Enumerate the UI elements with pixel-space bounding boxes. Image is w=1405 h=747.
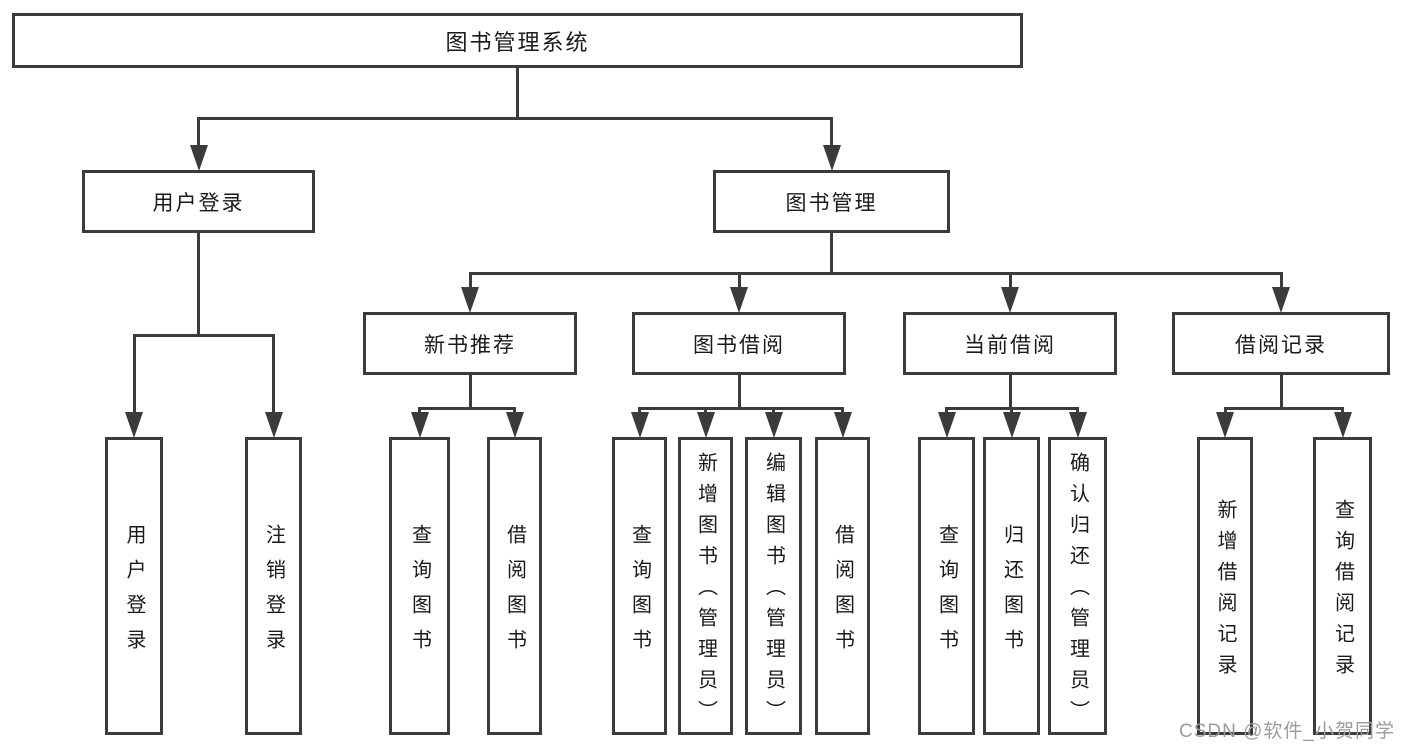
node-records-query-record: 查询借阅记录 — [1313, 437, 1372, 735]
node-borrowing-records: 借阅记录 — [1172, 312, 1390, 375]
connector-branch-new-book-recommend — [418, 406, 516, 410]
arrow-down-icon-borrow-add-books — [696, 412, 715, 438]
node-label: 用户登录 — [152, 191, 245, 215]
connector-stem-current-borrowing — [1008, 375, 1012, 410]
node-label: 查询图书 — [628, 523, 651, 664]
node-label: 注销登录 — [262, 523, 285, 664]
node-label: 归还图书 — [1000, 523, 1023, 664]
connector-drop-leaf-logout — [272, 335, 275, 417]
node-label: 图书借阅 — [693, 333, 785, 357]
node-borrow-edit-books: 编辑图书（管理员） — [745, 437, 802, 735]
connector-drop-borrowing-records — [1279, 273, 1283, 292]
node-label: 查询借阅记录 — [1331, 498, 1354, 685]
connector-drop-user-login — [197, 118, 200, 150]
node-root: 图书管理系统 — [12, 13, 1023, 68]
connector-branch-book-borrowing — [638, 406, 844, 410]
arrow-down-icon-borrowing-records — [1272, 287, 1290, 313]
arrow-down-icon-current-borrowing — [1001, 287, 1019, 313]
node-current-confirm-return: 确认归还（管理员） — [1048, 437, 1107, 735]
arrow-down-icon-new-book-recommend — [461, 287, 479, 313]
connector-drop-book-borrowing — [737, 273, 741, 292]
node-label: 确认归还（管理员） — [1066, 452, 1089, 731]
connector-branch-user-login — [132, 333, 275, 337]
node-label: 编辑图书（管理员） — [762, 452, 785, 731]
arrow-down-icon-borrow-borrow-books — [833, 412, 852, 438]
arrow-down-icon-borrow-query-books — [630, 412, 649, 438]
watermark-text: CSDN @软件_小贺同学 — [1179, 721, 1395, 742]
node-label: 查询图书 — [935, 523, 958, 664]
node-leaf-user-login: 用户登录 — [105, 437, 163, 735]
connector-drop-current-borrowing — [1008, 273, 1012, 292]
arrow-down-icon-book-borrowing — [730, 287, 748, 313]
node-book-borrowing: 图书借阅 — [632, 312, 846, 375]
node-new-book-recommend: 新书推荐 — [363, 312, 577, 375]
connector-branch-root — [197, 116, 833, 120]
node-label: 用户登录 — [123, 523, 145, 664]
connector-branch-borrowing-records — [1223, 406, 1344, 410]
connector-stem-new-book-recommend — [468, 375, 472, 410]
connector-stem-root — [516, 68, 519, 120]
connector-stem-book-management — [830, 233, 833, 275]
connector-stem-user-login — [197, 233, 200, 337]
node-label: 当前借阅 — [964, 333, 1056, 357]
arrow-down-icon-leaf-user-login — [125, 412, 143, 438]
node-label: 新书推荐 — [424, 333, 516, 357]
arrow-down-icon-records-add-record — [1216, 412, 1234, 438]
arrow-down-icon-current-return-books — [1002, 412, 1021, 438]
node-label: 新增借阅记录 — [1214, 498, 1236, 685]
arrow-down-icon-user-login — [189, 145, 208, 171]
node-user-login: 用户登录 — [82, 170, 315, 233]
node-label: 图书管理 — [785, 191, 878, 215]
node-leaf-logout: 注销登录 — [245, 437, 302, 735]
connector-stem-borrowing-records — [1279, 375, 1283, 410]
node-current-borrowing: 当前借阅 — [903, 312, 1117, 375]
connector-drop-new-book-recommend — [468, 273, 472, 292]
node-book-management: 图书管理 — [713, 170, 950, 233]
node-label: 借阅记录 — [1235, 333, 1327, 357]
node-borrow-borrow-books: 借阅图书 — [815, 437, 870, 735]
node-label: 借阅图书 — [831, 523, 854, 664]
node-rec-borrow-books: 借阅图书 — [487, 437, 542, 735]
node-label: 查询图书 — [408, 523, 431, 664]
node-borrow-query-books: 查询图书 — [612, 437, 667, 735]
node-current-query-books: 查询图书 — [918, 437, 975, 735]
arrow-down-icon-leaf-logout — [264, 412, 283, 438]
node-label: 借阅图书 — [503, 523, 526, 664]
arrow-down-icon-records-query-record — [1333, 412, 1352, 438]
arrow-down-icon-current-confirm-return — [1068, 412, 1087, 438]
arrow-down-icon-rec-query-books — [410, 412, 429, 438]
node-rec-query-books: 查询图书 — [389, 437, 450, 735]
connector-drop-book-management — [830, 118, 833, 150]
arrow-down-icon-borrow-edit-books — [764, 412, 783, 438]
arrow-down-icon-current-query-books — [937, 412, 956, 438]
node-records-add-record: 新增借阅记录 — [1197, 437, 1253, 735]
node-current-return-books: 归还图书 — [983, 437, 1040, 735]
arrow-down-icon-book-management — [822, 145, 841, 171]
connector-stem-book-borrowing — [737, 375, 741, 410]
arrow-down-icon-rec-borrow-books — [505, 412, 524, 438]
connector-branch-book-management — [468, 271, 1283, 275]
node-label: 新增图书（管理员） — [694, 452, 717, 731]
connector-drop-leaf-user-login — [132, 335, 136, 417]
node-borrow-add-books: 新增图书（管理员） — [678, 437, 733, 735]
node-label: 图书管理系统 — [445, 29, 590, 55]
